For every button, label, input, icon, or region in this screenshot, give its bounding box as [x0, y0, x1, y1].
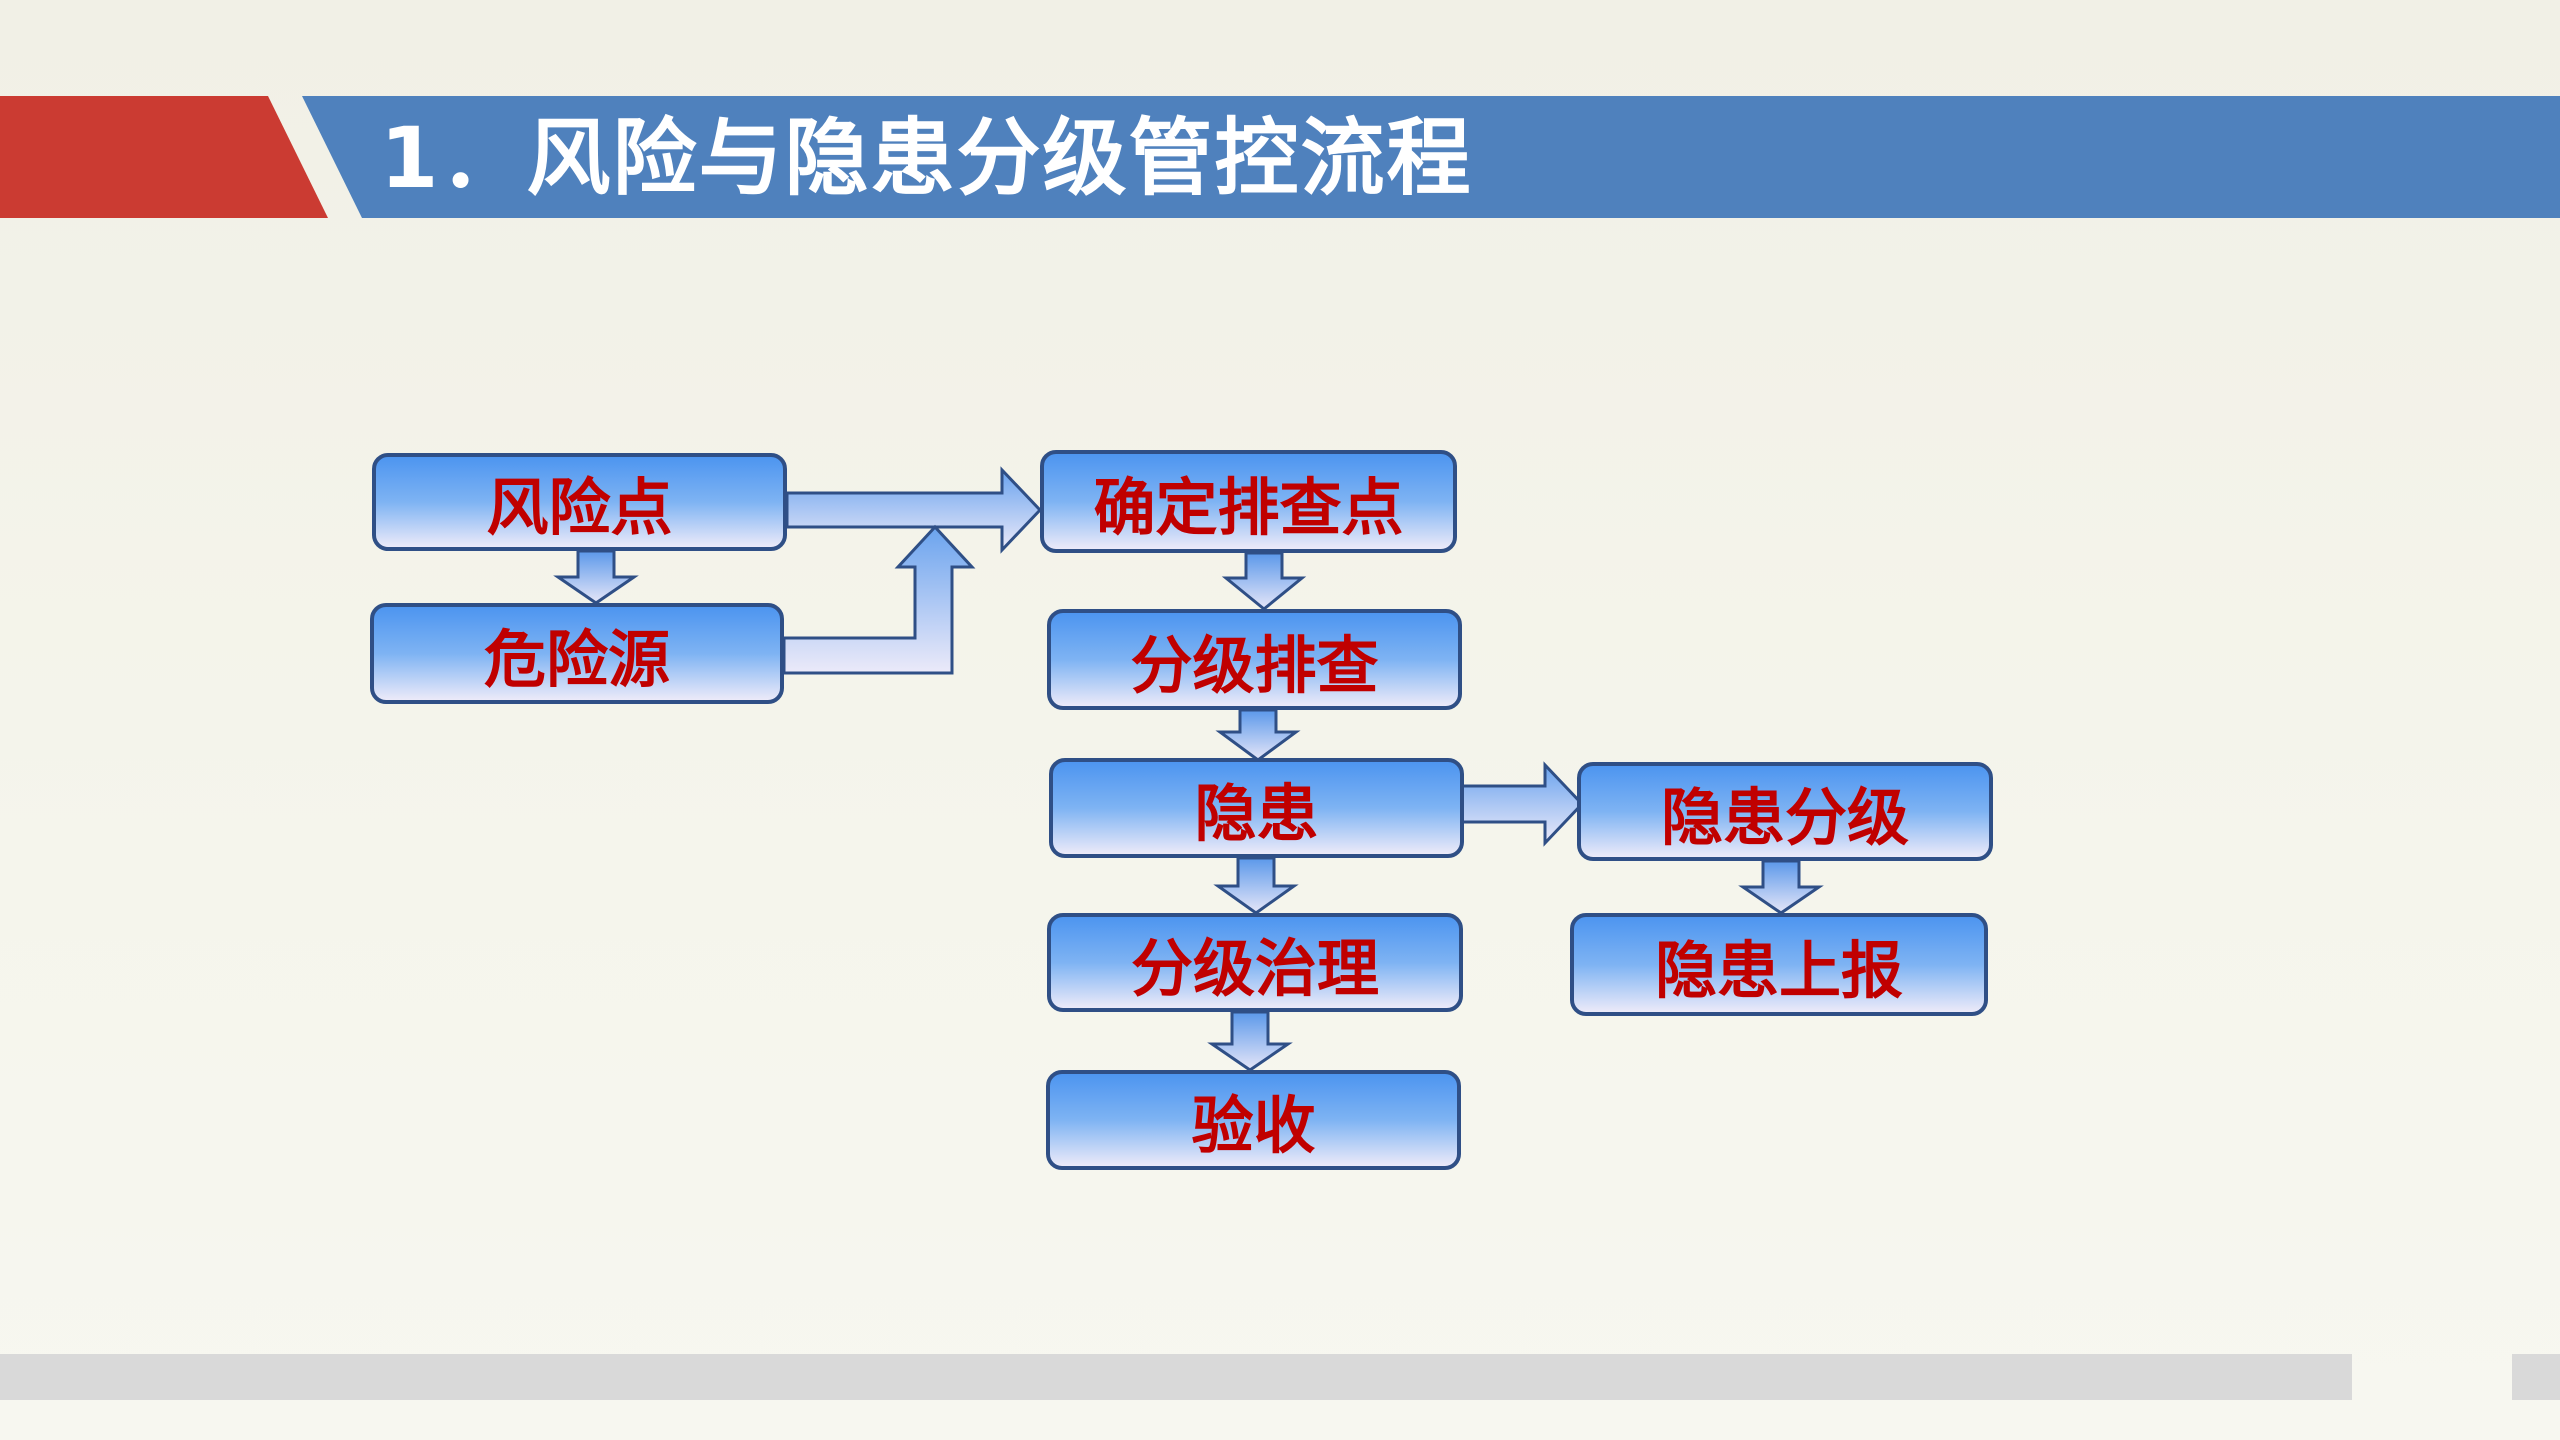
node-confirm-check-point: 确定排查点 [1040, 450, 1457, 553]
node-hidden-danger-report: 隐患上报 [1570, 913, 1988, 1016]
node-acceptance: 验收 [1046, 1070, 1461, 1170]
footer-bar [0, 1354, 2352, 1400]
arrow-checkpoint-to-inspection [1221, 551, 1307, 611]
slide-title: 1．风险与隐患分级管控流程 [380, 109, 1473, 207]
title-banner-blue [302, 96, 2560, 218]
title-banner-red-accent [0, 96, 328, 218]
arrow-risk-to-checkpoint [785, 466, 1043, 554]
node-graded-inspection: 分级排查 [1047, 609, 1462, 710]
arrow-risk-to-hazard [553, 549, 639, 605]
arrow-hazard-to-governance [1213, 856, 1299, 915]
arrow-hazard-to-grading [1460, 761, 1585, 847]
node-risk-point: 风险点 [372, 453, 787, 551]
arrow-governance-to-acceptance [1207, 1010, 1293, 1072]
arrow-grading-to-report [1738, 859, 1824, 915]
title-banner [0, 96, 2560, 218]
arrow-inspection-to-hazard [1215, 708, 1301, 762]
node-hidden-danger-grading: 隐患分级 [1577, 762, 1993, 861]
footer-square [2512, 1354, 2560, 1400]
node-hazard-source: 危险源 [370, 603, 784, 704]
arrow-hazard-to-checkpoint [782, 524, 976, 675]
node-hidden-danger: 隐患 [1049, 758, 1464, 858]
node-graded-governance: 分级治理 [1047, 913, 1463, 1012]
